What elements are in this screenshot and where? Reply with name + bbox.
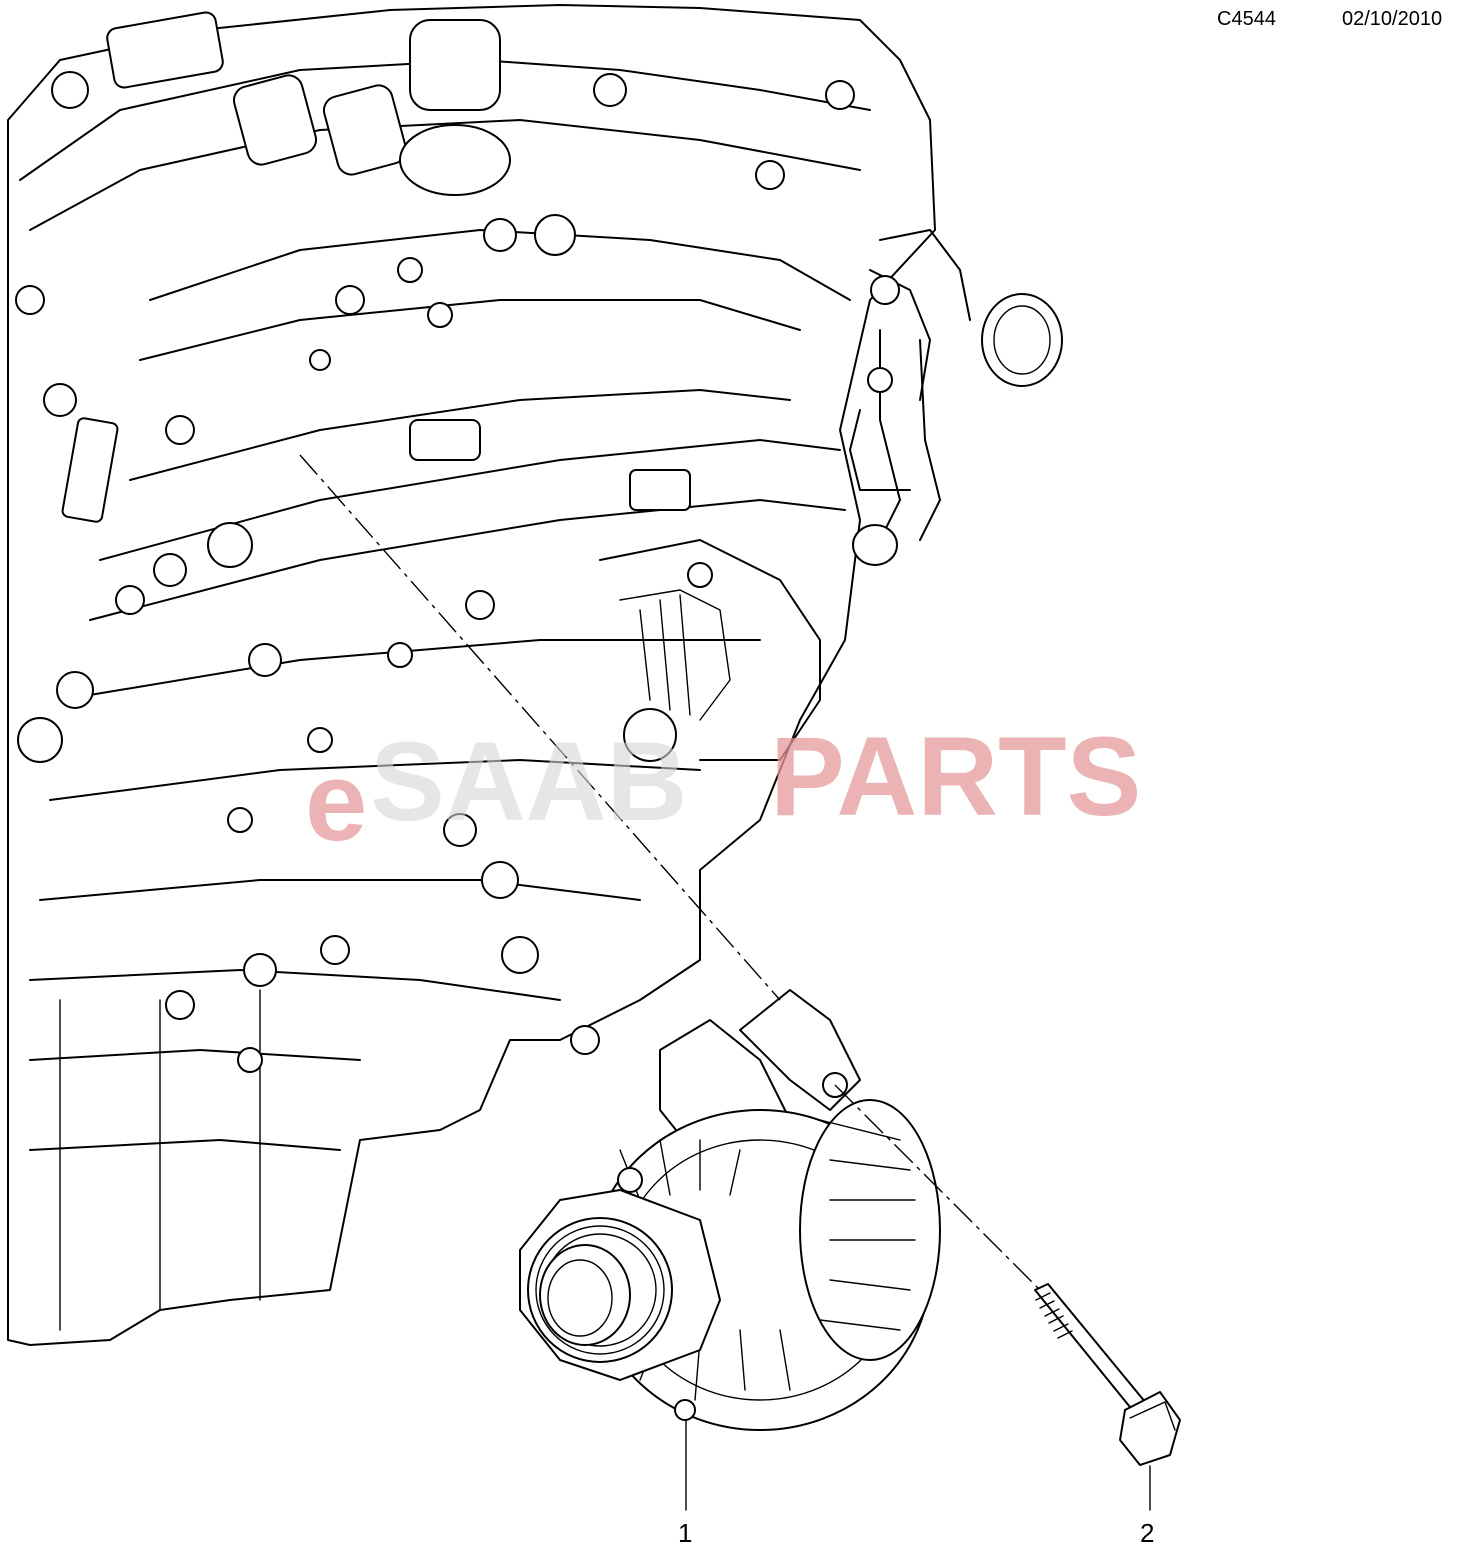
alignment-line-bolt: [834, 1084, 1041, 1291]
engine-block: [7, 4, 1063, 1346]
callout-2: 2: [1140, 1465, 1154, 1546]
watermark-middle: SAAB: [370, 719, 687, 844]
watermark-suffix: PARTS: [770, 714, 1141, 839]
alternator: [519, 989, 941, 1431]
drawing-code: C4544: [1217, 8, 1276, 30]
alignment-line-alternator: [299, 454, 781, 1001]
mounting-bolt: [1034, 1283, 1181, 1466]
watermark: e SAAB PARTS: [305, 714, 1141, 864]
drawing-date: 02/10/2010: [1342, 8, 1442, 30]
watermark-prefix: e: [305, 739, 367, 864]
callout-label-2: 2: [1140, 1518, 1154, 1546]
callout-label-1: 1: [678, 1518, 692, 1546]
callout-1: 1: [678, 1419, 692, 1546]
